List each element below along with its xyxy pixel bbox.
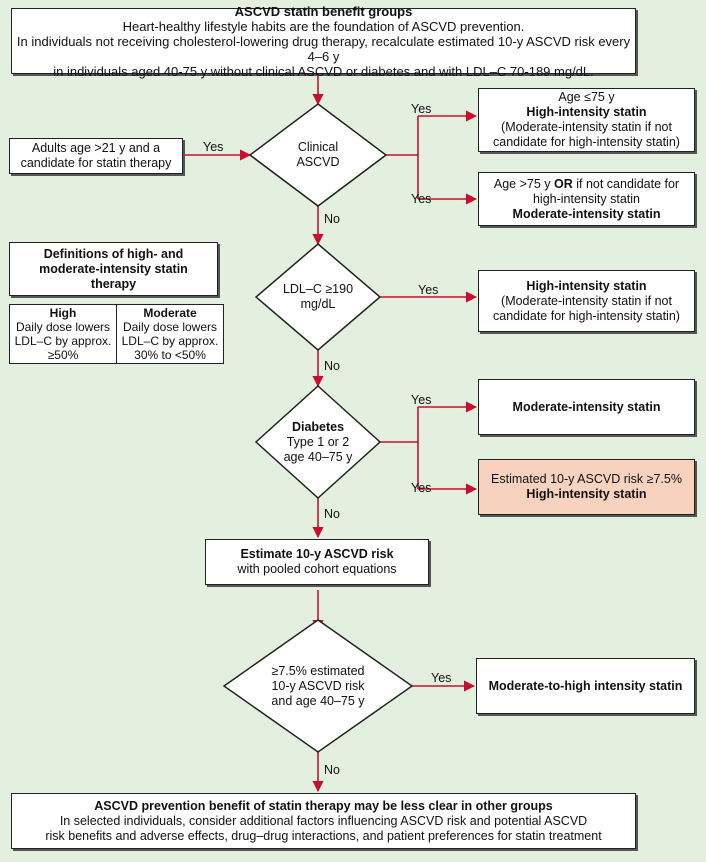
definitions-moderate-l3: 30% to <50%: [134, 348, 206, 362]
age-gt75-line1: Age >75 y OR if not candidate for: [494, 177, 679, 192]
clinical-line1: Clinical: [297, 140, 339, 154]
definitions-row: High Daily dose lowers LDL–C by approx. …: [9, 304, 224, 364]
risk-line3: and age 40–75 y: [271, 693, 365, 708]
ldl-high-line1: High-intensity statin: [526, 278, 647, 293]
definitions-moderate-l1: Daily dose lowers: [122, 320, 218, 334]
estimate-risk-box: Estimate 10-y ASCVD risk with pooled coh…: [205, 539, 429, 585]
label-no-diabetes: No: [324, 507, 340, 521]
age-le75-line2: High-intensity statin: [526, 105, 647, 119]
label-yes-start: Yes: [203, 140, 224, 154]
estimate-line1: Estimate 10-y ASCVD risk: [240, 547, 394, 561]
outcome-diabetes-high: Estimated 10-y ASCVD risk ≥7.5% High-int…: [478, 459, 695, 515]
ldl-high-line2: (Moderate-intensity statin if not: [501, 293, 672, 308]
definitions-title-line2: moderate-intensity statin: [39, 261, 188, 276]
age-gt75-line3: Moderate-intensity statin: [512, 206, 661, 221]
definitions-high-l2: LDL–C by approx.: [14, 334, 112, 348]
footer-line2: risk benefits and adverse effects, drug–…: [45, 828, 602, 843]
risk-line1: ≥7.5% estimated: [271, 663, 365, 678]
label-yes-risk: Yes: [431, 671, 452, 685]
diamond-diabetes: [254, 384, 382, 500]
definitions-title-box: Definitions of high- and moderate-intens…: [9, 242, 218, 296]
label-yes-age-gt75: Yes: [411, 192, 432, 206]
ldl-high-line3: candidate for high-intensity statin): [493, 308, 680, 323]
age-le75-line4: candidate for high-intensity statin): [493, 135, 680, 149]
diamond-risk: [222, 619, 414, 753]
diabetes-text: Diabetes Type 1 or 2 age 40–75 y: [268, 419, 368, 465]
age-gt75-or: OR: [554, 176, 573, 191]
risk-line2: 10-y ASCVD risk: [271, 678, 365, 693]
diab-mod-line1: Moderate-intensity statin: [512, 399, 661, 414]
age-le75-line1: Age ≤75 y: [558, 90, 615, 104]
label-yes-diab-moderate: Yes: [411, 393, 432, 407]
outcome-diabetes-moderate: Moderate-intensity statin: [478, 379, 695, 435]
diabetes-line1: Diabetes: [291, 419, 345, 434]
outcome-ldl-high: High-intensity statin (Moderate-intensit…: [478, 270, 695, 332]
header-line1: Heart-healthy lifestyle habits are the f…: [122, 18, 525, 34]
header-line3: in individuals aged 40-75 y without clin…: [53, 63, 594, 79]
estimate-line2: with pooled cohort equations: [237, 562, 397, 576]
start-line1: Adults age >21 y and a: [31, 141, 161, 155]
header-title: ASCVD statin benefit groups: [234, 3, 413, 19]
clinical-line2: ASCVD: [296, 155, 340, 169]
ldl-line1: LDL–C ≥190: [282, 282, 354, 296]
outcome-age-le75: Age ≤75 y High-intensity statin (Moderat…: [478, 88, 695, 152]
diab-high-line2: High-intensity statin: [526, 487, 647, 501]
age-gt75-line1c: if not candidate for: [572, 176, 680, 191]
diabetes-line3: age 40–75 y: [283, 449, 353, 464]
label-no-risk: No: [324, 763, 340, 777]
definitions-moderate-cell: Moderate Daily dose lowers LDL–C by appr…: [116, 304, 224, 364]
age-gt75-line2: high-intensity statin: [532, 191, 640, 206]
definitions-high-cell: High Daily dose lowers LDL–C by approx. …: [9, 304, 117, 364]
label-yes-ldl: Yes: [418, 283, 439, 297]
clinical-ascvd-text: Clinical ASCVD: [268, 138, 368, 172]
definitions-title-line3: therapy: [90, 276, 137, 291]
footer-box: ASCVD prevention benefit of statin thera…: [11, 793, 636, 849]
outcome-mod-to-high: Moderate-to-high intensity statin: [476, 658, 695, 714]
age-gt75-line1a: Age >75 y: [493, 176, 555, 191]
ldl-text: LDL–C ≥190 mg/dL: [270, 280, 366, 314]
mod-to-high-line1: Moderate-to-high intensity statin: [488, 678, 683, 693]
diamond-clinical-ascvd: [248, 103, 388, 207]
start-box: Adults age >21 y and a candidate for sta…: [9, 138, 183, 174]
definitions-moderate-l2: LDL–C by approx.: [121, 334, 219, 348]
label-no-clinical: No: [324, 212, 340, 226]
label-yes-age-le75: Yes: [411, 102, 432, 116]
definitions-moderate-head: Moderate: [143, 306, 197, 320]
footer-line1: In selected individuals, consider additi…: [59, 813, 588, 828]
label-yes-diab-high: Yes: [411, 481, 432, 495]
diamond-ldl: [254, 243, 382, 351]
definitions-high-l1: Daily dose lowers: [15, 320, 111, 334]
definitions-title-line1: Definitions of high- and: [43, 246, 184, 261]
footer-title: ASCVD prevention benefit of statin thera…: [94, 798, 553, 813]
header-line2: In individuals not receiving cholesterol…: [16, 33, 631, 64]
age-le75-line3: (Moderate-intensity statin if not: [501, 120, 672, 134]
risk-text: ≥7.5% estimated 10-y ASCVD risk and age …: [258, 662, 378, 710]
definitions-high-l3: ≥50%: [47, 348, 79, 362]
diabetes-line2: Type 1 or 2: [286, 434, 350, 449]
header-box: ASCVD statin benefit groups Heart-health…: [11, 4, 636, 79]
outcome-age-gt75: Age >75 y OR if not candidate for high-i…: [478, 172, 695, 226]
diab-high-line1: Estimated 10-y ASCVD risk ≥7.5%: [491, 472, 682, 486]
start-line2: candidate for statin therapy: [20, 156, 172, 170]
definitions-high-head: High: [49, 306, 77, 320]
label-no-ldl: No: [324, 359, 340, 373]
ldl-line2: mg/dL: [300, 297, 336, 311]
definitions-table: High Daily dose lowers LDL–C by approx. …: [9, 304, 224, 364]
